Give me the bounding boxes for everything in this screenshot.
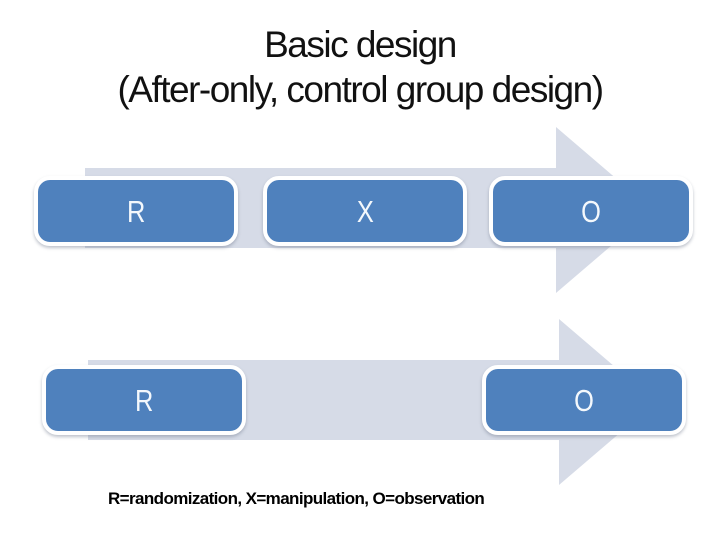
- step-label: X: [356, 193, 374, 229]
- step-box-row1-randomization: R: [34, 176, 238, 246]
- step-label: O: [574, 382, 594, 418]
- step-label: R: [126, 193, 146, 229]
- step-box-row1-observation: O: [489, 176, 693, 246]
- step-box-row2-observation: O: [482, 365, 686, 435]
- title-line-2: (After-only, control group design): [117, 69, 604, 110]
- step-box-row1-manipulation: X: [263, 176, 467, 246]
- slide-title: Basic design (After-only, control group …: [0, 22, 720, 112]
- legend-footnote: R=randomization, X=manipulation, O=obser…: [108, 489, 485, 508]
- step-box-row2-randomization: R: [42, 365, 246, 435]
- step-label: R: [134, 382, 154, 418]
- title-line-1: Basic design: [264, 24, 457, 65]
- step-label: O: [581, 193, 601, 229]
